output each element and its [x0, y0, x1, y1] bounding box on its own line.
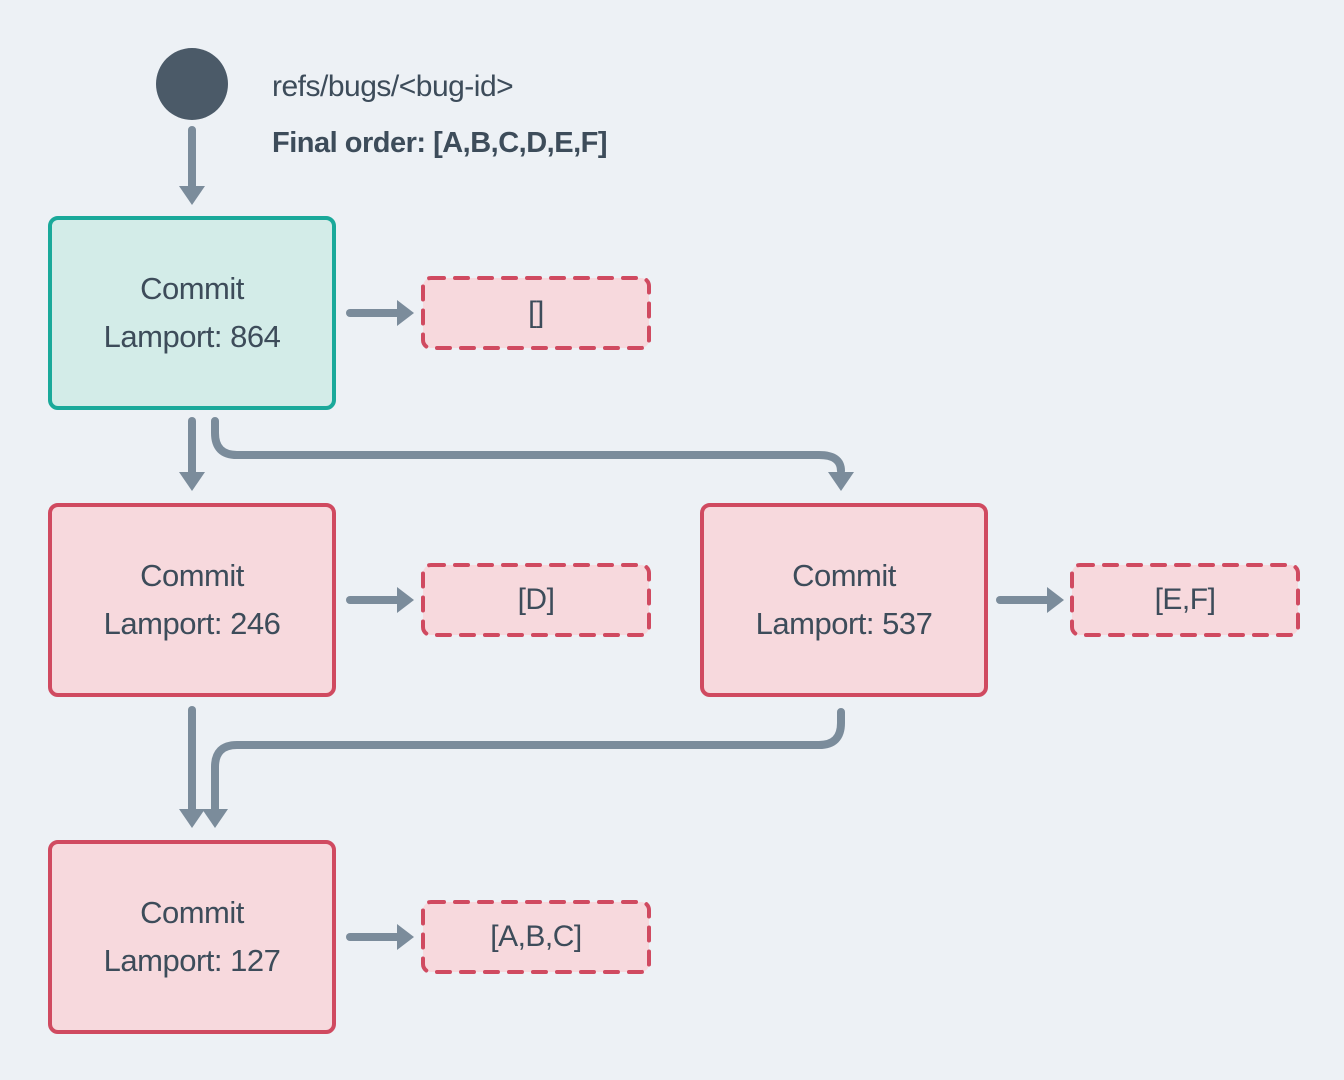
operations-box-537	[1070, 563, 1300, 637]
edge-commit-864-to-commit-537	[211, 417, 854, 491]
operations-box-246	[421, 563, 651, 637]
operations-box-127	[421, 900, 651, 974]
commit-title: Commit	[792, 558, 896, 593]
ref-head-dot	[156, 48, 228, 120]
operations-node-127: [A,B,C]	[490, 920, 582, 953]
final-order-label: Final order: [A,B,C,D,E,F]	[272, 127, 608, 159]
commit-title: Commit	[140, 895, 244, 930]
commit-lamport: Lamport: 127	[103, 943, 281, 978]
operations-node-537: [E,F]	[1154, 583, 1216, 616]
ref-name-label: refs/bugs/<bug-id>	[272, 70, 514, 103]
commit-node-537: Commit Lamport: 537	[700, 503, 988, 697]
operations-box-864	[421, 276, 651, 350]
operations-node-246: [D]	[517, 583, 555, 616]
edge-commit-537-to-commit-127	[202, 708, 845, 828]
edge-commit-864-to-commit-246	[179, 417, 205, 491]
edge-commit-537-to-operations	[996, 587, 1064, 613]
commit-lamport: Lamport: 537	[755, 606, 933, 641]
edge-commit-864-to-operations	[346, 300, 414, 326]
edge-ref-to-commit-864	[179, 126, 205, 205]
edge-commit-127-to-operations	[346, 924, 414, 950]
edge-commit-246-to-operations	[346, 587, 414, 613]
commit-lamport: Lamport: 246	[103, 606, 281, 641]
commit-node-864: Commit Lamport: 864	[48, 216, 336, 410]
commit-title: Commit	[140, 558, 244, 593]
commit-node-127: Commit Lamport: 127	[48, 840, 336, 1034]
edge-commit-246-to-commit-127	[179, 706, 205, 828]
commit-lamport: Lamport: 864	[103, 319, 281, 354]
operations-node-864: []	[528, 296, 544, 329]
commit-node-246: Commit Lamport: 246	[48, 503, 336, 697]
commit-title: Commit	[140, 271, 244, 306]
